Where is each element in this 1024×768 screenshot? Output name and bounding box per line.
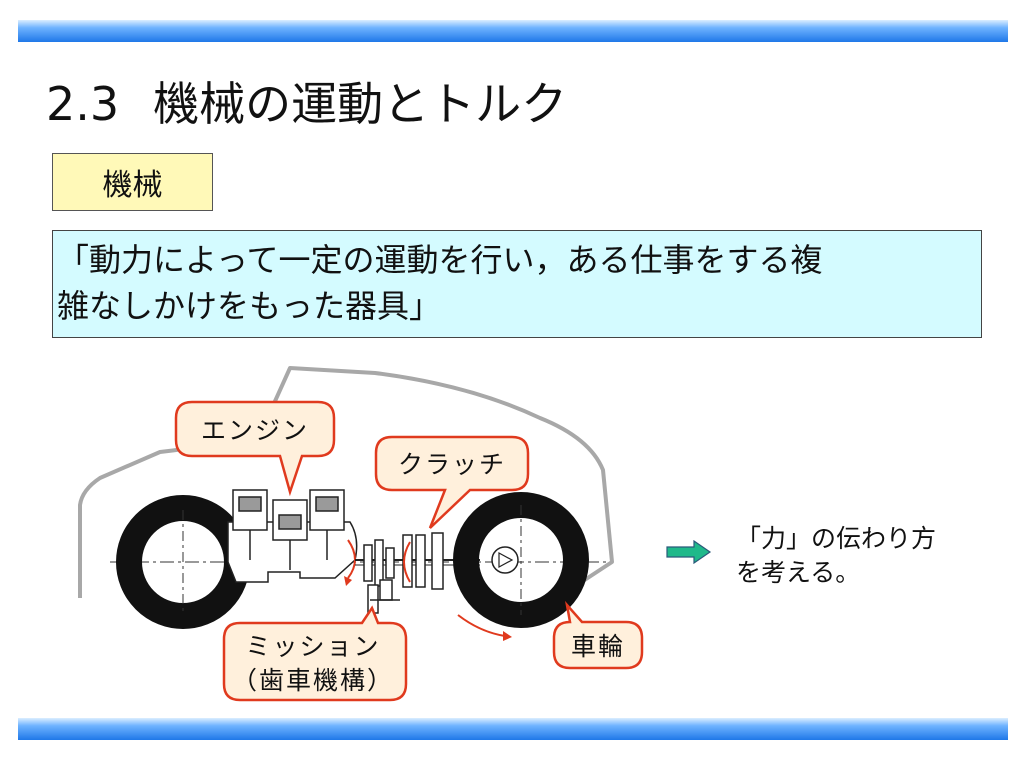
note-text: 「力」の伝わり方 を考える。 <box>736 522 936 590</box>
wheel-rotation-arrow <box>457 614 506 637</box>
clutch-callout: クラッチ <box>374 435 530 529</box>
note-line-1: 「力」の伝わり方 <box>736 524 937 553</box>
definition-line-1: 「動力によって一定の運動を行い，ある仕事をする複 <box>57 241 823 279</box>
wheel-label: 車輪 <box>571 632 625 661</box>
definition-box: 「動力によって一定の運動を行い，ある仕事をする複 雑なしかけをもった器具」 <box>52 230 982 338</box>
clutch-plates <box>402 532 444 590</box>
slide-title: 2.3 機械の運動とトルク <box>46 68 567 134</box>
front-wheel <box>453 492 589 628</box>
clutch-rotation-arrow <box>403 541 411 583</box>
bottom-accent-bar <box>18 718 1008 740</box>
top-accent-bar <box>18 20 1008 42</box>
right-arrow-icon <box>666 540 712 564</box>
car-body-outline <box>78 366 614 598</box>
title-text: 機械の運動とトルク <box>153 77 568 131</box>
mission-label: ミッション <box>245 632 380 661</box>
mission-callout: ミッション （歯車機構） <box>222 605 408 702</box>
wheel-callout: 車輪 <box>552 600 644 670</box>
note-line-2: を考える。 <box>736 558 861 587</box>
engine-block <box>227 489 358 583</box>
term-label: 機械 <box>52 153 213 211</box>
mission-sublabel: （歯車機構） <box>232 666 394 695</box>
engine-callout: エンジン <box>174 400 336 497</box>
section-number: 2.3 <box>46 77 120 131</box>
clutch-label: クラッチ <box>398 450 506 479</box>
definition-line-2: 雑なしかけをもった器具」 <box>57 287 442 325</box>
engine-label: エンジン <box>201 416 309 445</box>
transmission-gears <box>363 539 400 614</box>
